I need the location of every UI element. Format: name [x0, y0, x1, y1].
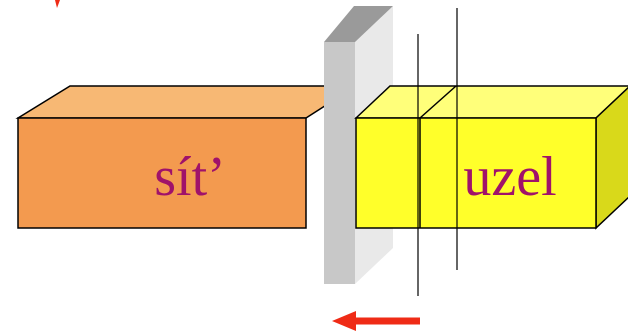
right-box: uzel: [354, 85, 628, 230]
left-box-front: [17, 117, 307, 229]
top-red-fragment: [55, 0, 60, 8]
right-box-label: uzel: [463, 146, 556, 208]
right-box-front: [355, 117, 597, 229]
left-box-top: [15, 85, 359, 119]
arrow-head: [332, 311, 356, 331]
left-box-label: sít’: [154, 146, 226, 208]
left-arrow-icon: [332, 311, 420, 331]
right-box-divider-top: [419, 85, 457, 119]
panel-front: [324, 42, 355, 284]
panel-top: [324, 6, 393, 42]
left-box: sít’: [15, 85, 359, 229]
right-box-top: [354, 85, 628, 119]
